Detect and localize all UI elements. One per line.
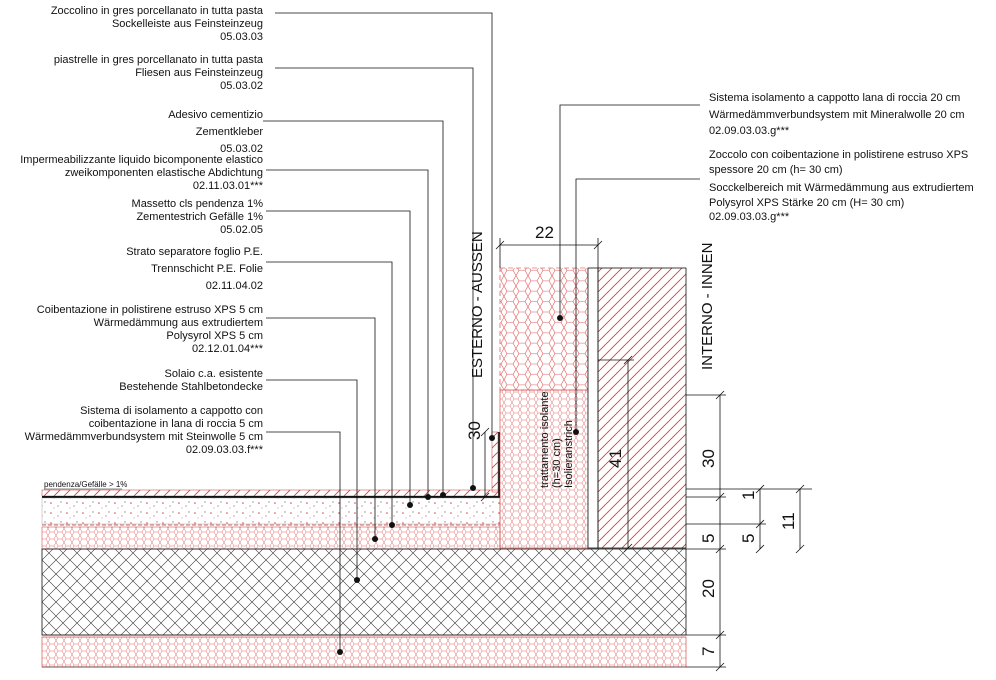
material-label-line: piastrelle in gres porcellanato in tutta… — [54, 54, 264, 66]
material-label-line: Fliesen aus Feinsteinzeug — [135, 67, 263, 79]
material-label-line: Massetto cls pendenza 1% — [132, 198, 264, 210]
interior-label: INTERNO - INNEN — [699, 243, 716, 371]
dim-plinth-height: 30 — [465, 421, 484, 440]
material-labels-left: Zoccolino in gres porcellanato in tutta … — [20, 5, 264, 456]
dim-wall-thickness: 22 — [535, 223, 554, 242]
skirting-tile — [491, 431, 499, 493]
screed-layer — [41, 497, 501, 525]
material-label-left: Impermeabilizzante liquido bicomponente … — [20, 154, 263, 192]
material-label-line: 05.03.02 — [220, 143, 263, 155]
material-label-line: 02.09.03.03.f*** — [186, 444, 264, 456]
material-label-line: Coibentazione in polistirene estruso XPS… — [37, 304, 263, 316]
treatment-label-line: trattamento isolante — [539, 391, 551, 488]
material-label-line: Strato separatore foglio P.E. — [126, 246, 263, 258]
treatment-label-line: (h=30 cm) — [551, 438, 563, 488]
material-label-line: spessore 20 cm (h= 30 cm) — [709, 164, 843, 176]
slope-note: pendenza/Gefälle > 1% — [44, 480, 127, 489]
wall — [491, 267, 687, 549]
material-label-line: Wärmedämmverbundsystem mit Mineralwolle … — [709, 109, 965, 121]
material-label-line: Wärmedämmverbundsystem mit Steinwolle 5 … — [25, 431, 263, 443]
material-label-line: 02.11.03.01*** — [193, 180, 264, 192]
material-label-line: 02.11.04.02 — [206, 280, 263, 292]
material-label-line: Zementkleber — [196, 126, 264, 138]
material-label-line: Zoccolo con coibentazione in polistirene… — [709, 149, 968, 161]
dim-7: 7 — [699, 647, 718, 656]
material-label-right: Zoccolo con coibentazione in polistirene… — [709, 149, 974, 223]
material-label-line: zweikomponenten elastische Abdichtung — [65, 167, 263, 179]
material-label-left: Coibentazione in polistirene estruso XPS… — [37, 304, 264, 355]
material-label-right: Sistema isolamento a cappotto lana di ro… — [709, 92, 965, 137]
material-label-line: 02.09.03.03.g*** — [709, 211, 790, 223]
xps-insulation-layer — [41, 526, 501, 550]
material-label-left: Massetto cls pendenza 1%Zementestrich Ge… — [132, 198, 264, 236]
material-labels-right: Sistema isolamento a cappotto lana di ro… — [709, 92, 974, 223]
dim-5-b: 5 — [739, 534, 758, 543]
material-label-line: Socckelbereich mit Wärmedämmung aus extr… — [709, 182, 974, 194]
material-label-line: 05.03.03 — [220, 31, 263, 43]
material-label-line: 05.03.02 — [220, 80, 263, 92]
xps-plinth-insulation — [499, 389, 589, 549]
material-label-line: 05.02.05 — [220, 224, 263, 236]
material-label-line: Zoccolino in gres porcellanato in tutta … — [51, 5, 264, 17]
exterior-label: ESTERNO - AUSSEN — [469, 231, 486, 378]
material-label-line: 02.12.01.04*** — [192, 343, 264, 355]
floor-layers — [41, 489, 687, 668]
dim-11: 11 — [779, 512, 798, 530]
material-label-line: coibentazione in lana di roccia 5 cm — [89, 418, 263, 430]
treatment-label-line: Isolieranstrich — [563, 420, 575, 488]
material-label-line: Solaio c.a. esistente — [165, 368, 263, 380]
material-label-line: Zementestrich Gefälle 1% — [136, 211, 263, 223]
material-label-line: Adesivo cementizio — [168, 109, 263, 121]
material-label-left: Zoccolino in gres porcellanato in tutta … — [51, 5, 264, 43]
dim-30-right: 30 — [699, 449, 718, 468]
dim-41: 41 — [606, 449, 625, 468]
dim-20: 20 — [699, 579, 718, 598]
dimension-lines — [480, 238, 812, 672]
leader-lines — [263, 12, 700, 655]
material-label-line: Trennschicht P.E. Folie — [151, 263, 263, 275]
material-label-left: piastrelle in gres porcellanato in tutta… — [54, 54, 264, 92]
rockwool-ceiling-insulation — [41, 636, 687, 668]
treatment-label: trattamento isolante(h=30 cm)Isolieranst… — [539, 391, 575, 488]
material-label-line: Sistema di isolamento a cappotto con — [80, 405, 263, 417]
material-label-left: Sistema di isolamento a cappotto concoib… — [25, 405, 264, 456]
material-label-line: Impermeabilizzante liquido bicomponente … — [20, 154, 263, 166]
concrete-slab — [41, 548, 687, 636]
material-label-line: Sockelleiste aus Feinsteinzeug — [112, 18, 263, 30]
plaster-layer — [587, 267, 599, 549]
material-label-line: Polysyrol XPS 5 cm — [166, 330, 263, 342]
masonry-wall — [597, 267, 687, 549]
material-label-line: Polysyrol XPS Stärke 20 cm (H= 30 cm) — [709, 197, 904, 209]
material-label-left: Strato separatore foglio P.E. Trennschich… — [126, 246, 263, 292]
material-label-line: Bestehende Stahlbetondecke — [119, 381, 263, 393]
rockwool-facade-insulation — [499, 267, 589, 391]
material-label-line: 02.09.03.03.g*** — [709, 125, 790, 137]
material-label-line: Sistema isolamento a cappotto lana di ro… — [709, 92, 960, 104]
dim-5-a: 5 — [699, 534, 718, 543]
material-label-line: Wärmedämmung aus extrudiertem — [94, 317, 263, 329]
dim-1: 1 — [739, 491, 758, 500]
floor-tiles-layer — [41, 489, 501, 497]
